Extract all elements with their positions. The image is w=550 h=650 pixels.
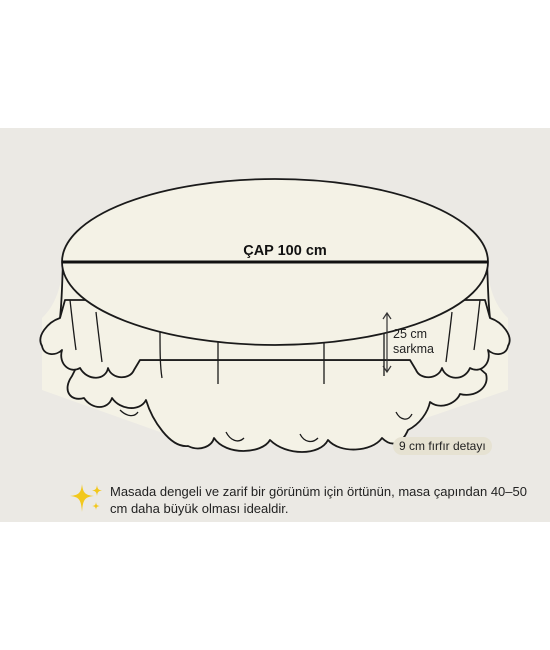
drop-length-label: 25 cm sarkma bbox=[393, 327, 434, 357]
double-arrow-icon bbox=[382, 311, 392, 374]
ruffle-lower-tier bbox=[66, 359, 488, 453]
ruffle-detail-badge: 9 cm fırfır detayı bbox=[393, 437, 492, 455]
fold-lines bbox=[69, 299, 481, 443]
sizing-tip-text: Masada dengeli ve zarif bir görünüm için… bbox=[110, 484, 527, 516]
drop-label-text: sarkma bbox=[393, 342, 434, 356]
diameter-label: ÇAP 100 cm bbox=[243, 243, 327, 259]
drop-label-value: 25 cm bbox=[393, 327, 428, 341]
sparkle-icon bbox=[70, 484, 102, 512]
